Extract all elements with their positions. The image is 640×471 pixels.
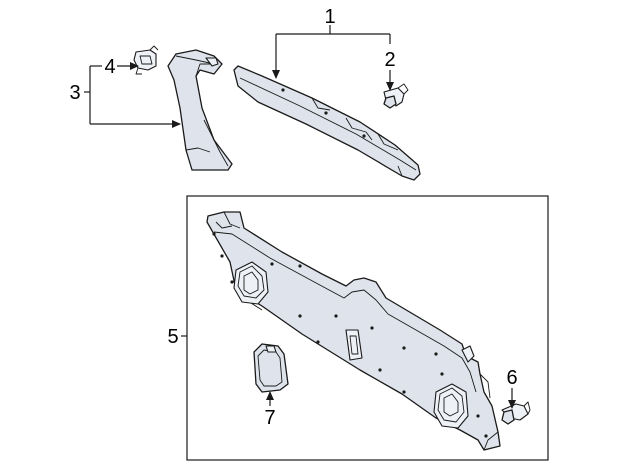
part-5-frame — [186, 195, 549, 461]
part-7-access-cover[interactable] — [253, 343, 289, 393]
part-2-push-clip[interactable] — [383, 83, 409, 109]
part-1-upper-trim-molding[interactable] — [233, 65, 421, 181]
callout-3: 3 — [69, 82, 80, 104]
part-5-rear-panel[interactable] — [206, 211, 501, 451]
part-6-push-clip[interactable] — [501, 401, 531, 425]
callout-2: 2 — [384, 49, 395, 71]
part-3-pillar-trim[interactable] — [167, 49, 233, 171]
callout-4: 4 — [104, 56, 115, 78]
part-4-retainer-clip[interactable] — [133, 45, 159, 75]
callout-1: 1 — [324, 6, 335, 28]
callout-6: 6 — [506, 367, 517, 389]
leader-lines — [84, 25, 516, 409]
callout-7: 7 — [264, 407, 275, 429]
callout-5: 5 — [167, 326, 178, 348]
